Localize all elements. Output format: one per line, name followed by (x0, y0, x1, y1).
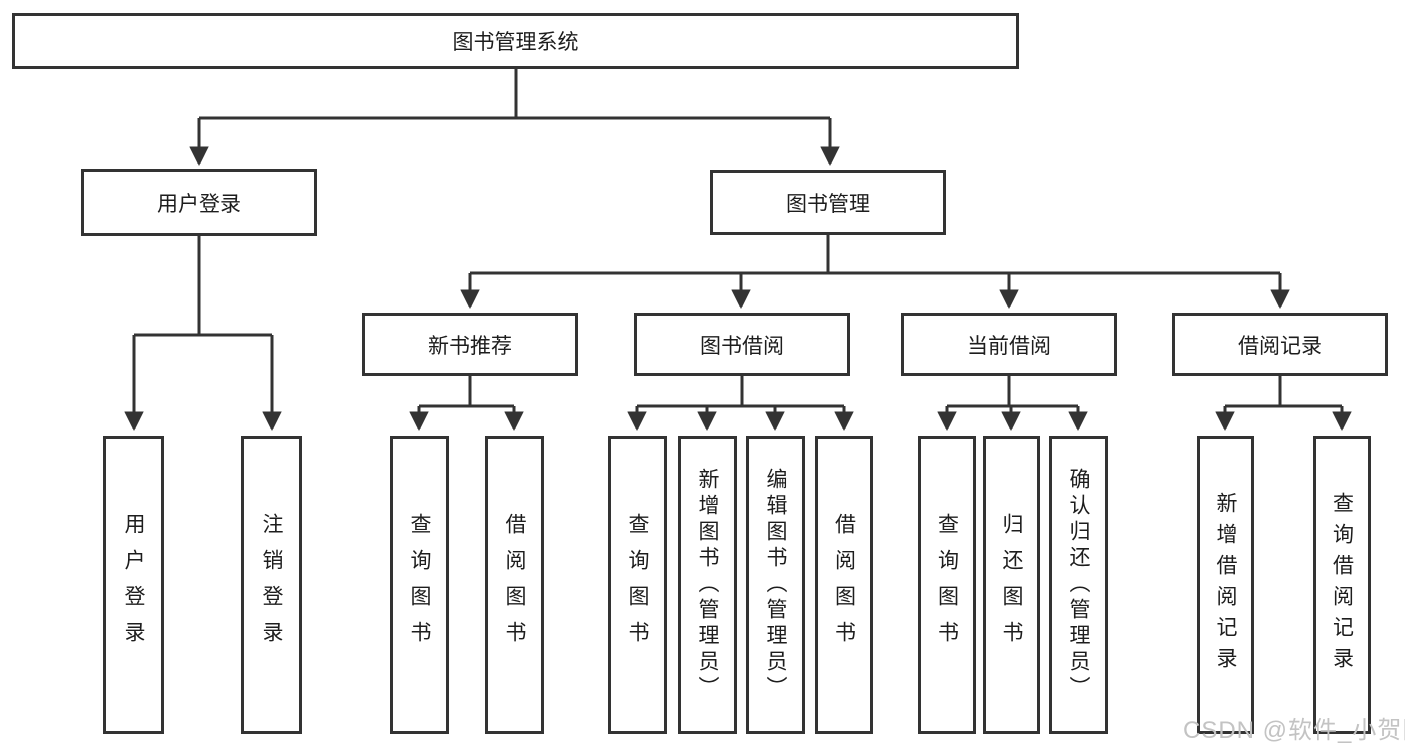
leaf-label: 借阅图书 (832, 513, 856, 657)
csdn-watermark: CSDN @软件_小贺同学 (1183, 717, 1405, 744)
leaf-label: 归还图书 (1000, 513, 1023, 657)
leaf-label: 借阅图书 (503, 513, 526, 657)
leaf-label: 查询图书 (626, 513, 649, 657)
leaf-confirm-return-admin: 确认归还（管理员） (1049, 436, 1108, 734)
leaf-label: 确认归还（管理员） (1067, 468, 1090, 702)
leaf-label: 注销登录 (260, 513, 283, 657)
leaf-query-borrow-record: 查询借阅记录 (1313, 436, 1371, 734)
leaf-user-login: 用户登录 (103, 436, 164, 734)
node-label: 新书推荐 (428, 334, 512, 358)
leaf-logout: 注销登录 (241, 436, 302, 734)
leaf-label: 新增图书（管理员） (696, 468, 719, 702)
leaf-label: 查询图书 (935, 513, 959, 657)
leaf-query-books-current: 查询图书 (918, 436, 976, 734)
leaf-label: 查询借阅记录 (1330, 492, 1354, 678)
node-label: 图书借阅 (700, 334, 784, 358)
leaf-label: 用户登录 (122, 513, 145, 657)
node-label: 图书管理 (786, 192, 870, 216)
node-book-borrow: 图书借阅 (634, 313, 850, 376)
leaf-add-book-admin: 新增图书（管理员） (678, 436, 737, 734)
leaf-label: 新增借阅记录 (1214, 492, 1237, 678)
node-user-login-branch: 用户登录 (81, 169, 317, 236)
leaf-label: 查询图书 (408, 513, 431, 657)
node-book-management: 图书管理 (710, 170, 946, 235)
node-root: 图书管理系统 (12, 13, 1019, 69)
node-current-borrow: 当前借阅 (901, 313, 1117, 376)
leaf-label: 编辑图书（管理员） (764, 468, 787, 702)
node-borrow-records: 借阅记录 (1172, 313, 1388, 376)
leaf-add-borrow-record: 新增借阅记录 (1197, 436, 1254, 734)
node-label: 借阅记录 (1238, 334, 1322, 358)
node-label: 当前借阅 (967, 334, 1051, 358)
node-label: 用户登录 (157, 192, 241, 216)
leaf-edit-book-admin: 编辑图书（管理员） (746, 436, 805, 734)
leaf-borrow-books-recommend: 借阅图书 (485, 436, 544, 734)
leaf-query-books-recommend: 查询图书 (390, 436, 449, 734)
node-root-label: 图书管理系统 (452, 31, 579, 54)
node-new-book-recommend: 新书推荐 (362, 313, 578, 376)
leaf-return-book: 归还图书 (983, 436, 1040, 734)
leaf-query-books-borrow: 查询图书 (608, 436, 667, 734)
leaf-borrow-books: 借阅图书 (815, 436, 873, 734)
